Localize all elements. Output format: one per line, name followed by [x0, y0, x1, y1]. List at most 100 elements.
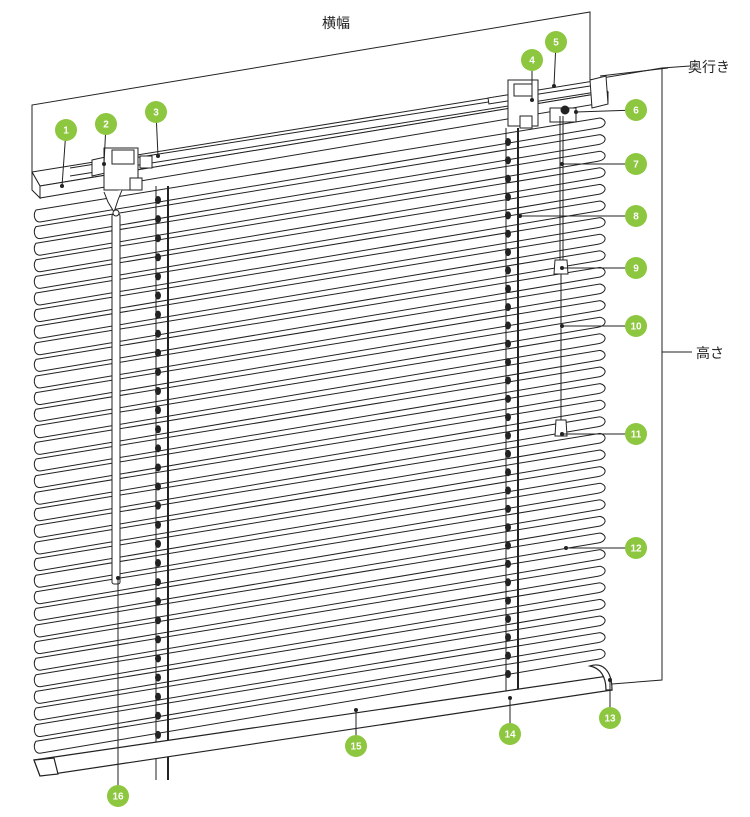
ladder-rung — [505, 596, 511, 605]
slat — [33, 532, 606, 638]
slat — [33, 300, 606, 406]
ladder-rung — [155, 597, 161, 606]
callout-5: 5 — [545, 31, 567, 88]
ladder-rung — [505, 651, 511, 660]
ladder-rung — [505, 358, 511, 367]
ladder-rung — [155, 463, 161, 472]
ladder-rung — [505, 266, 511, 275]
callout-anchor — [564, 546, 568, 550]
ladder-rung — [155, 578, 161, 587]
ladder-rung — [155, 215, 161, 224]
ladder-rung — [505, 633, 511, 642]
ladder-rung — [155, 387, 161, 396]
callout-badge — [625, 537, 647, 559]
ladder-rung — [155, 253, 161, 262]
ladder-rung — [505, 303, 511, 312]
callout-badge — [625, 423, 647, 445]
ladder-rung — [505, 578, 511, 587]
ladder-rung — [505, 174, 511, 183]
callout-2: 2 — [95, 113, 117, 166]
callout-6: 6 — [574, 99, 647, 121]
callout-number: 6 — [633, 106, 639, 117]
callout-1: 1 — [55, 119, 77, 188]
callout-number: 8 — [633, 212, 639, 223]
slat — [33, 598, 606, 704]
callout-anchor — [102, 162, 106, 166]
ladder-rung — [505, 156, 511, 165]
ladder-rung — [155, 673, 161, 682]
slat — [33, 117, 606, 223]
ladder-rung — [155, 234, 161, 243]
callout-number: 1 — [63, 126, 69, 137]
slat — [33, 283, 606, 389]
slat — [33, 432, 606, 538]
height-label: 高さ — [696, 345, 724, 362]
callout-13: 13 — [599, 678, 621, 729]
callout-anchor — [560, 324, 564, 328]
ladder-rung — [505, 413, 511, 422]
callout-14: 14 — [499, 696, 521, 745]
slat — [33, 333, 606, 439]
ladder-rung — [155, 539, 161, 548]
slat — [33, 499, 606, 605]
ladder-rung — [155, 444, 161, 453]
callout-badge — [145, 101, 167, 123]
callout-12: 12 — [564, 537, 647, 559]
callout-anchor — [60, 184, 64, 188]
tilt-wand — [103, 189, 123, 585]
callout-7: 7 — [560, 153, 647, 175]
slat — [33, 200, 606, 306]
callout-anchor — [156, 154, 160, 158]
ladder-rung — [505, 138, 511, 146]
ladder-rung — [155, 272, 161, 281]
callout-anchor — [560, 266, 564, 270]
callout-number: 11 — [631, 430, 642, 441]
callout-15: 15 — [345, 708, 367, 757]
slat — [33, 632, 606, 738]
callout-anchor — [552, 84, 556, 88]
ladder-rung — [505, 211, 511, 220]
slat — [33, 150, 606, 256]
ladder-rung — [155, 425, 161, 434]
ladder-rung — [155, 692, 161, 701]
ladder-rung — [155, 520, 161, 529]
ladder-rung — [155, 367, 161, 376]
slat — [33, 134, 606, 240]
callout-badge — [625, 205, 647, 227]
ladder-rung — [155, 654, 161, 663]
callout-anchor — [530, 98, 534, 102]
slat — [33, 233, 606, 339]
ladder-rung — [505, 614, 511, 623]
ladder-rung — [505, 321, 511, 330]
ladder-rung — [505, 504, 511, 513]
slat — [33, 615, 606, 721]
callout-4: 4 — [521, 49, 543, 102]
ladder-rung — [505, 670, 511, 678]
right-bracket — [507, 79, 539, 129]
slat — [33, 217, 606, 323]
callout-anchor — [354, 708, 358, 712]
callout-badge — [107, 785, 129, 807]
callout-number: 12 — [630, 544, 642, 555]
callout-badge — [55, 119, 77, 141]
left-bracket — [91, 147, 153, 191]
ladder-rung — [505, 486, 511, 495]
bottom-rail — [33, 664, 613, 777]
slat — [33, 565, 606, 671]
slats — [33, 117, 606, 754]
slat — [33, 582, 606, 688]
callout-number: 15 — [350, 742, 362, 753]
callout-anchor — [518, 214, 522, 218]
slat — [33, 482, 606, 588]
slat — [33, 250, 606, 356]
callout-anchor — [560, 162, 564, 166]
callout-16: 16 — [107, 576, 129, 807]
slat — [33, 416, 606, 522]
slat — [33, 648, 606, 754]
callout-anchor — [574, 110, 578, 114]
ladder-rung — [155, 635, 161, 644]
slat — [33, 366, 606, 472]
callout-badge — [625, 99, 647, 121]
